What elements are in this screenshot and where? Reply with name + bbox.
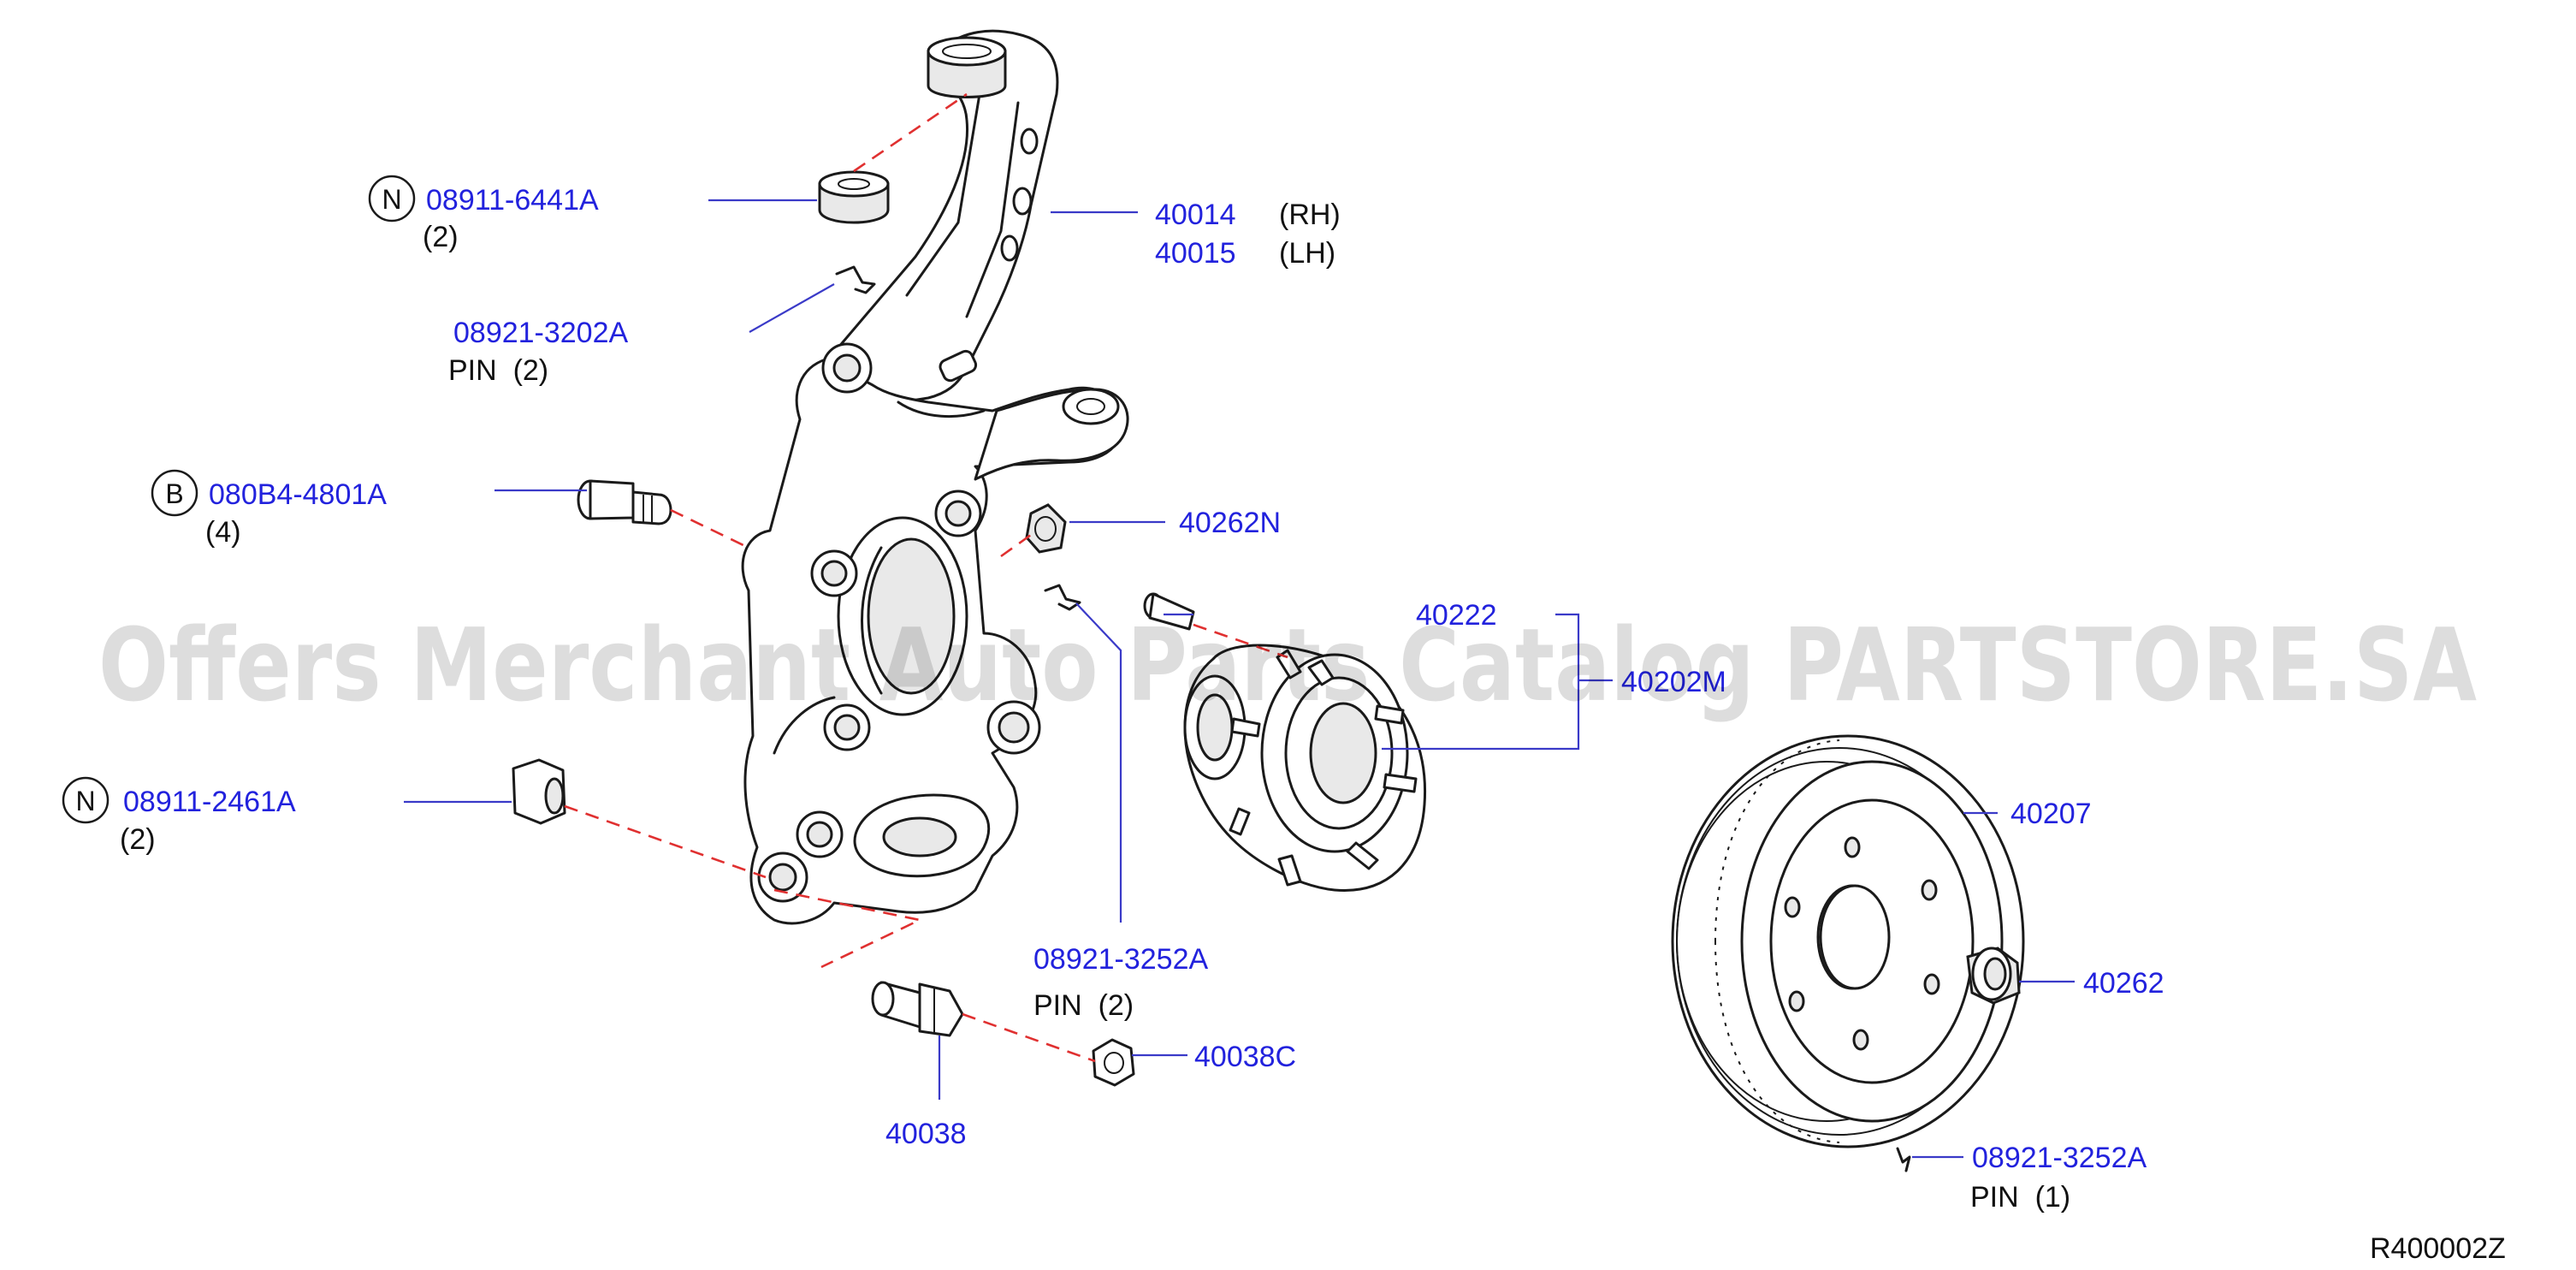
label-40262[interactable]: 40262 [2083, 967, 2164, 1000]
pin-08921-3202A[interactable] [835, 265, 876, 294]
qty-08911-6441A: (2) [423, 221, 459, 253]
brake-disc-40207[interactable] [1671, 734, 2025, 1148]
pin-08921-3252A-middle[interactable] [1044, 584, 1081, 611]
badge-b: B [151, 469, 198, 517]
nut-40038C[interactable] [1092, 1038, 1135, 1087]
svg-text:N: N [75, 786, 95, 816]
nut-08911-2461A[interactable] [512, 758, 566, 825]
label-08921-3202A[interactable]: 08921-3202A [453, 317, 629, 349]
label-40038[interactable]: 40038 [885, 1118, 967, 1150]
bushing-08911-6441A[interactable] [818, 170, 890, 224]
label-40015[interactable]: 40015 [1155, 237, 1236, 270]
badge-n-bottom: N [62, 776, 110, 824]
assembly-lines [564, 92, 1288, 1063]
pin-08921-3252A-bottom[interactable] [1896, 1147, 1911, 1172]
svg-text:B: B [165, 478, 183, 509]
label-40202M[interactable]: 40202M [1621, 666, 1726, 698]
label-08921-3252A-bottom[interactable]: 08921-3252A [1972, 1142, 2147, 1174]
label-40262N[interactable]: 40262N [1179, 507, 1281, 539]
diagram-reference: R400002Z [2370, 1232, 2506, 1265]
label-08921-3252A-middle[interactable]: 08921-3252A [1033, 943, 1209, 976]
qty-08911-2461A: (2) [120, 823, 156, 856]
desc-08921-3252A-bottom: PIN (1) [1970, 1181, 2070, 1214]
watermark: Offers Merchant Auto Parts Catalog PARTS… [98, 606, 2477, 724]
desc-08921-3252A-middle: PIN (2) [1033, 989, 1134, 1022]
desc-08921-3202A: PIN (2) [448, 354, 548, 387]
label-080B4-4801A[interactable]: 080B4-4801A [209, 478, 387, 511]
badge-n-top: N [368, 175, 416, 223]
leader-lines [404, 199, 2075, 1159]
bolt-40038[interactable] [871, 981, 964, 1037]
hub-assembly-40202M[interactable] [1183, 644, 1427, 892]
svg-text:N: N [382, 184, 401, 215]
label-40038C[interactable]: 40038C [1194, 1041, 1296, 1073]
label-40014[interactable]: 40014 [1155, 199, 1236, 231]
label-40222[interactable]: 40222 [1416, 599, 1497, 632]
steering-knuckle[interactable] [741, 29, 1129, 925]
qty-080B4-4801A: (4) [205, 516, 241, 549]
label-08911-2461A[interactable]: 08911-2461A [123, 786, 296, 818]
label-08911-6441A[interactable]: 08911-6441A [426, 184, 599, 217]
bolt-080B4-4801A[interactable] [577, 479, 672, 525]
cap-40262[interactable] [1966, 947, 2021, 1005]
stud-40222[interactable] [1143, 592, 1195, 631]
label-40207[interactable]: 40207 [2010, 798, 2092, 830]
part-labels: 08911-6441A (2) 40014 (RH) 40015 (LH) 08… [120, 184, 2506, 1265]
cap-40262N[interactable] [1025, 503, 1067, 554]
side-lh: (LH) [1279, 237, 1335, 270]
side-rh: (RH) [1279, 199, 1341, 231]
